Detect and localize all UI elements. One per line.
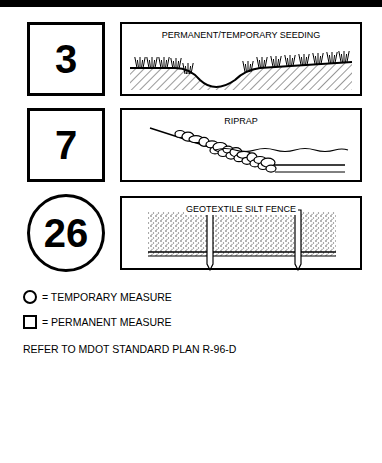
seeding-illustration [130,51,352,92]
permanent-measure-box: 3 [27,22,105,96]
measure-panel: GEOTEXTILE SILT FENCE [120,196,362,270]
riprap-illustration [150,128,348,172]
legend-text: = TEMPORARY MEASURE [42,291,172,303]
panel-title: PERMANENT/TEMPORARY SEEDING [160,31,323,41]
measure-panel: RIPRAP [120,108,362,182]
permanent-symbol [24,316,36,328]
silt-fence-illustration [148,210,336,270]
measure-number: 3 [55,39,77,79]
permanent-measure-box: 7 [27,108,105,182]
temporary-symbol [24,291,36,303]
panel-title: RIPRAP [222,117,260,127]
top-bar [0,0,382,7]
measure-panel: PERMANENT/TEMPORARY SEEDING [120,22,362,96]
measure-number: 7 [55,125,77,165]
legend-text: = PERMANENT MEASURE [42,316,172,328]
panel-title: GEOTEXTILE SILT FENCE [184,205,298,215]
temporary-measure-circle: 26 [27,194,105,272]
reference-note: REFER TO MDOT STANDARD PLAN R-96-D [23,343,236,355]
measure-number: 26 [44,213,89,253]
